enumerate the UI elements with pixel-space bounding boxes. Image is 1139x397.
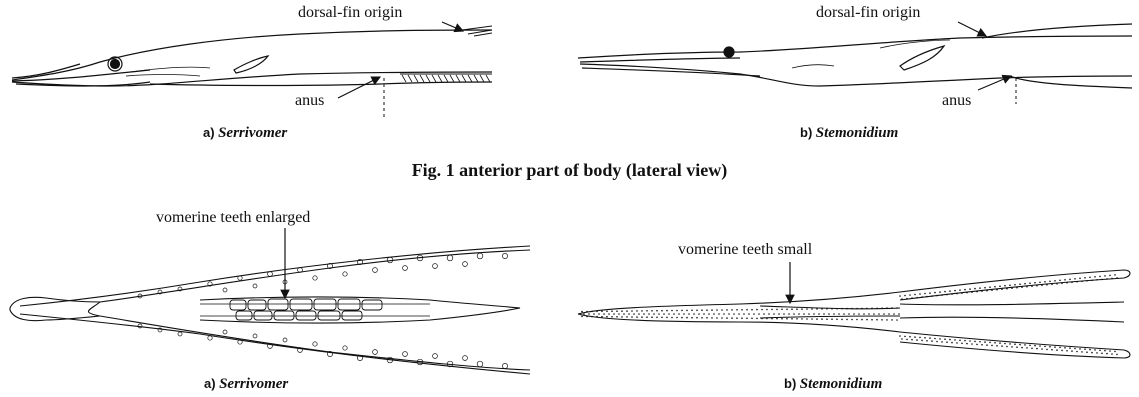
dorsal-fin-origin-label-a: dorsal-fin origin bbox=[298, 4, 402, 22]
vomerine-teeth-enlarged-label: vomerine teeth enlarged bbox=[156, 209, 310, 227]
stemonidium-teeth-stipple bbox=[581, 274, 1118, 355]
caption-genus: Stemonidium bbox=[816, 125, 899, 141]
caption-fig1-a: a) Serrivomer bbox=[203, 125, 287, 142]
anus-label-b: anus bbox=[942, 92, 971, 110]
caption-letter: a) bbox=[204, 376, 216, 391]
caption-fig2-a: a) Serrivomer bbox=[204, 376, 288, 393]
caption-letter: a) bbox=[203, 125, 215, 140]
dorsal-origin-arrow-b bbox=[958, 22, 986, 36]
caption-fig1-b: b) Stemonidium bbox=[800, 125, 898, 142]
caption-genus: Serrivomer bbox=[219, 376, 288, 392]
serrivomer-vomer-drawing bbox=[10, 246, 530, 374]
caption-letter: b) bbox=[800, 125, 812, 140]
anus-label-a: anus bbox=[295, 92, 324, 110]
stemonidium-lateral-drawing bbox=[578, 24, 1132, 104]
dorsal-fin-origin-label-b: dorsal-fin origin bbox=[816, 4, 920, 22]
caption-genus: Stemonidium bbox=[800, 376, 883, 392]
vomerine-teeth-small-label: vomerine teeth small bbox=[678, 241, 812, 259]
caption-letter: b) bbox=[784, 376, 796, 391]
caption-genus: Serrivomer bbox=[218, 125, 287, 141]
serrivomer-lateral-drawing bbox=[12, 26, 492, 118]
figure-1-title: Fig. 1 anterior part of body (lateral vi… bbox=[0, 160, 1139, 181]
anus-arrow-a bbox=[338, 77, 380, 98]
caption-fig2-b: b) Stemonidium bbox=[784, 376, 882, 393]
